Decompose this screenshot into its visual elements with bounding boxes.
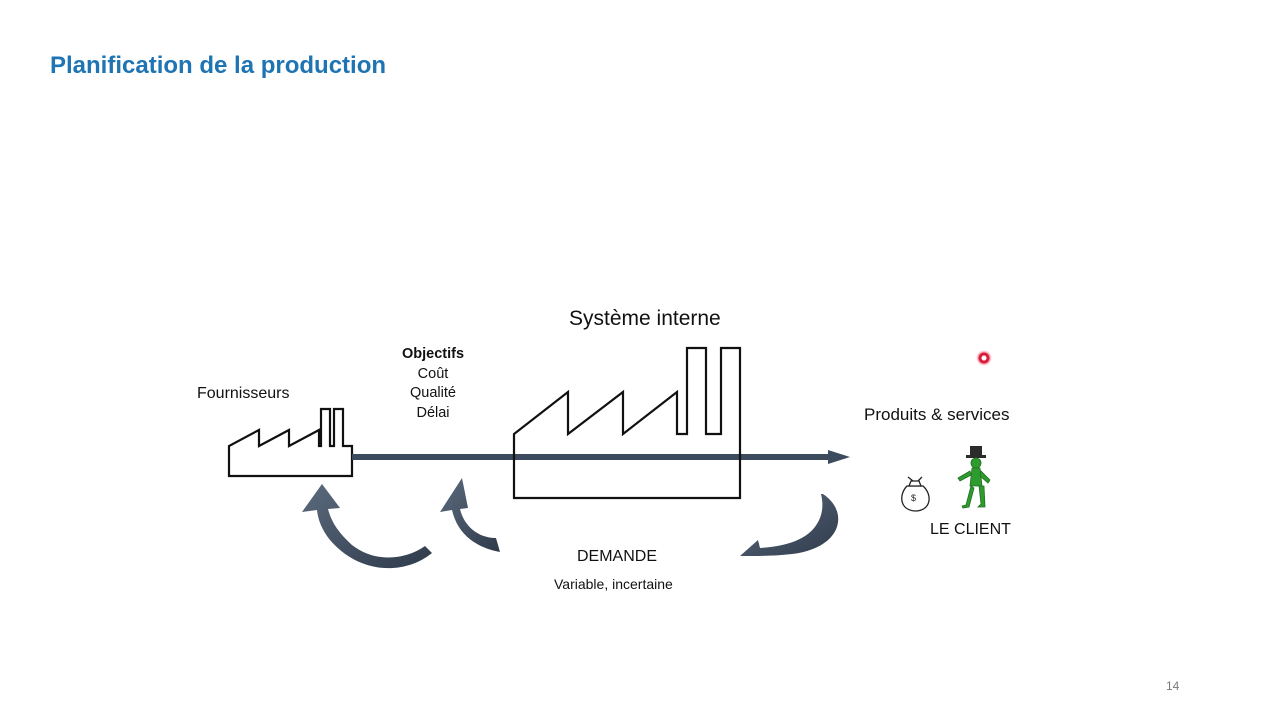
demand-subtitle: Variable, incertaine — [554, 576, 673, 592]
slide-title: Planification de la production — [50, 52, 387, 79]
demand-label: DEMANDE — [577, 548, 658, 565]
supplier-factory-icon — [227, 407, 354, 478]
objectives-heading: Objectifs — [401, 346, 465, 362]
internal-factory-icon — [512, 346, 742, 500]
objectives-block: Objectifs Coût Qualité Délai — [384, 345, 482, 423]
flow-arrow — [352, 450, 850, 464]
client-figure-icon — [957, 446, 991, 509]
money-bag-icon: $ — [901, 476, 930, 512]
suppliers-label: Fournisseurs — [197, 385, 290, 402]
system-title: Système interne — [569, 307, 721, 330]
page-number: 14 — [1166, 679, 1180, 693]
svg-text:$: $ — [911, 493, 916, 503]
feedback-arrow-suppliers — [302, 484, 432, 569]
products-services-label: Produits & services — [864, 405, 1010, 424]
laser-pointer-icon — [976, 350, 992, 366]
objective-quality: Qualité — [410, 385, 456, 401]
feedback-arrow-objectives — [440, 478, 500, 552]
objective-cost: Coût — [417, 365, 449, 382]
feedback-arrow-client — [740, 494, 839, 556]
objective-delay: Délai — [416, 404, 450, 421]
client-label: LE CLIENT — [930, 521, 1011, 538]
